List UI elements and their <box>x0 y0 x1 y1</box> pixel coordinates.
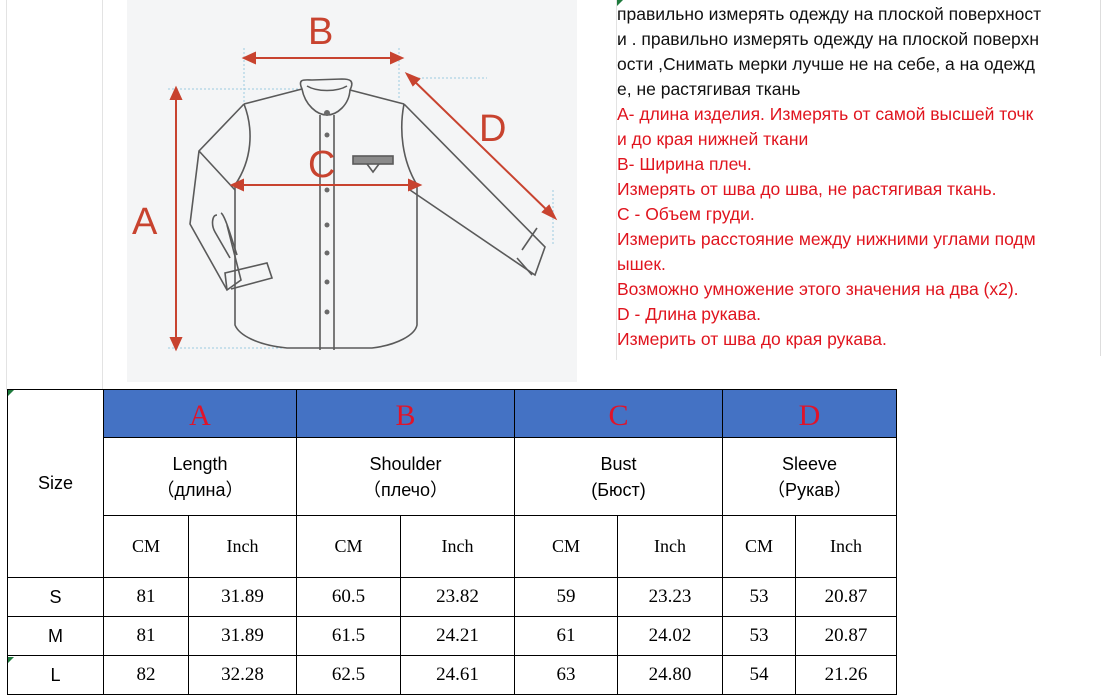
unit-inch: Inch <box>400 515 515 578</box>
sleeve-cm-cell: 53 <box>722 616 796 656</box>
size-header: Size <box>7 389 104 578</box>
size-chart-table: Size A B C D Length（длина） Shoulder（плеч… <box>7 389 897 695</box>
label-c: C <box>308 144 335 186</box>
size-cell: M <box>7 616 104 656</box>
length-cm-cell: 82 <box>103 655 189 695</box>
header-bust: Bust(Бюст) <box>514 437 723 516</box>
shoulder-cm-cell: 60.5 <box>296 577 401 617</box>
instruction-line-b: В- Ширина плеч. <box>617 154 752 174</box>
shoulder-inch-cell: 23.82 <box>400 577 515 617</box>
measurement-instructions: правильно измерять одежду на плоской пов… <box>617 2 1103 352</box>
bust-cm-cell: 63 <box>514 655 618 695</box>
instruction-line-d: D - Длина рукава. <box>617 304 762 324</box>
size-cell: S <box>7 577 104 617</box>
group-letter-b: B <box>296 389 515 438</box>
instruction-line-a: А- длина изделия. Измерять от самой высш… <box>617 104 1034 124</box>
label-d: D <box>479 108 506 150</box>
length-cm-cell: 81 <box>103 577 189 617</box>
instruction-line: е, не растягивая ткань <box>617 79 801 99</box>
group-letter-d: D <box>722 389 897 438</box>
instruction-line: и . правильно измерять одежду на плоской… <box>617 29 1039 49</box>
unit-cm: CM <box>722 515 796 578</box>
bust-cm-cell: 59 <box>514 577 618 617</box>
bust-inch-cell: 24.80 <box>617 655 723 695</box>
header-length: Length（длина） <box>103 437 297 516</box>
instruction-line-c: Возможно умножение этого значения на два… <box>617 279 1019 299</box>
unit-cm: CM <box>296 515 401 578</box>
unit-inch: Inch <box>617 515 723 578</box>
header-sleeve: Sleeve（Рукав） <box>722 437 897 516</box>
instruction-line-b: Измерять от шва до шва, не растягивая тк… <box>617 179 997 199</box>
sleeve-cm-cell: 54 <box>722 655 796 695</box>
shoulder-cm-cell: 62.5 <box>296 655 401 695</box>
length-inch-cell: 31.89 <box>188 577 297 617</box>
bust-inch-cell: 24.02 <box>617 616 723 656</box>
instruction-line: ости ,Снимать мерки лучше не на себе, а … <box>617 54 1035 74</box>
length-inch-cell: 31.89 <box>188 616 297 656</box>
notes-border <box>1100 0 1101 356</box>
length-inch-cell: 32.28 <box>188 655 297 695</box>
shoulder-cm-cell: 61.5 <box>296 616 401 656</box>
unit-inch: Inch <box>188 515 297 578</box>
header-shoulder: Shoulder（плечо） <box>296 437 515 516</box>
unit-cm: CM <box>103 515 189 578</box>
instruction-line-c: ышек. <box>617 254 666 274</box>
instruction-line-c: Измерить расстояние между нижними углами… <box>617 229 1036 249</box>
bust-cm-cell: 61 <box>514 616 618 656</box>
instruction-line: правильно измерять одежду на плоской пов… <box>617 4 1042 24</box>
sleeve-inch-cell: 20.87 <box>795 616 897 656</box>
sleeve-inch-cell: 20.87 <box>795 577 897 617</box>
sheet-gridline <box>6 0 7 390</box>
shirt-outline-icon: A B C D <box>132 11 558 352</box>
group-letter-c: C <box>514 389 723 438</box>
label-a: A <box>132 201 158 243</box>
instruction-line-d: Измерить от шва до края рукава. <box>617 329 887 349</box>
table-row-s: S 81 31.89 60.5 23.82 59 23.23 53 20.87 <box>7 577 897 617</box>
sheet-gridline <box>616 0 617 360</box>
cell-comment-marker <box>617 0 623 6</box>
size-cell: L <box>7 655 104 695</box>
unit-cm: CM <box>514 515 618 578</box>
length-cm-cell: 81 <box>103 616 189 656</box>
group-letter-a: A <box>103 389 297 438</box>
bust-inch-cell: 23.23 <box>617 577 723 617</box>
sleeve-inch-cell: 21.26 <box>795 655 897 695</box>
sleeve-cm-cell: 53 <box>722 577 796 617</box>
shoulder-inch-cell: 24.21 <box>400 616 515 656</box>
shirt-measurement-diagram: A B C D <box>127 0 577 382</box>
unit-inch: Inch <box>795 515 897 578</box>
instruction-line-c: С - Объем груди. <box>617 204 755 224</box>
instruction-line-a: и до края нижней ткани <box>617 129 809 149</box>
table-row-m: M 81 31.89 61.5 24.21 61 24.02 53 20.87 <box>7 616 897 656</box>
sheet-gridline <box>102 0 103 390</box>
label-b: B <box>308 11 333 53</box>
